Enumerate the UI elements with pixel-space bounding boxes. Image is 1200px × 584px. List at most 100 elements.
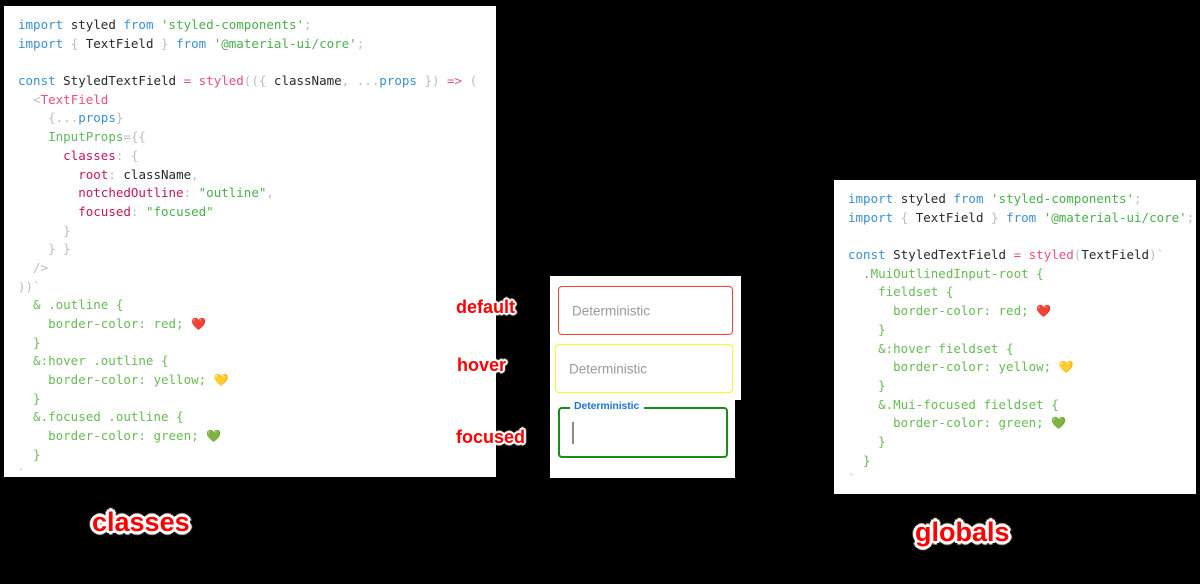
code-token: props [379,73,425,89]
code-token: from [1006,209,1044,225]
code-line: <TextField [18,91,496,110]
code-token: } [848,433,886,449]
code-token: } } [18,241,71,257]
code-token: &.focused .outline { [18,409,184,425]
code-line: &:hover fieldset { [848,340,1196,359]
code-token: : [130,203,146,219]
code-token: } [848,377,886,393]
code-token: props [78,110,116,126]
caption-globals: globals [915,517,1010,547]
code-token: className [123,166,192,182]
code-token: } [991,209,1007,225]
code-token: styled [1028,247,1074,263]
textfield-focused-label: Deterministic [574,400,640,412]
code-token: border-color: green; [18,428,207,444]
code-token: &:hover .outline { [18,353,169,369]
code-token: } [18,446,41,462]
code-token: ❤️ [191,317,207,331]
code-token: focused [78,203,131,219]
code-token: border-color: yellow; [848,359,1059,375]
outline-notch [570,406,644,410]
code-line: } [848,377,1196,396]
code-line: } [18,334,496,353]
code-token: classes [63,147,116,163]
code-line: InputProps={{ [18,128,496,147]
code-token: { [70,35,86,51]
code-line: } [848,321,1196,340]
code-line: border-color: green; 💚 [18,427,496,446]
code-token: { [48,110,56,126]
textfield-default[interactable]: Deterministic [558,286,733,335]
code-token: border-color: red; [18,316,192,331]
code-token: & .outline { [18,297,124,313]
code-token: ; [1186,209,1195,225]
code-token: ( [1073,247,1082,263]
code-line: ))` [18,278,496,297]
code-token: ` [848,471,856,487]
code-token: from [176,35,214,51]
code-line: border-color: yellow; 💛 [18,371,496,390]
textfield-focused[interactable]: Deterministic [558,400,728,458]
code-token: = [183,73,199,89]
code-token: import [848,209,901,225]
code-token: styled [198,73,244,89]
textfield-demo-panel: Deterministic Deterministic Deterministi… [550,276,741,478]
code-token: StyledTextField [893,247,1014,263]
code-token: : [108,166,124,182]
code-token: &.Mui-focused fieldset { [848,396,1059,412]
code-token: ) [1149,247,1157,263]
code-token: 💛 [1058,360,1074,375]
code-token: 💛 [213,373,229,388]
code-token: } [161,35,177,51]
code-line: &.focused .outline { [18,408,496,427]
code-token: } [115,110,124,126]
code-token: TextField [1081,247,1150,263]
code-line: ` [848,470,1196,489]
code-token: 💚 [1051,416,1067,431]
code-token: ... [356,73,380,89]
textfield-default-placeholder: Deterministic [572,303,651,318]
code-token: => [447,73,470,89]
code-token: '@material-ui/core' [1043,209,1187,225]
code-token: { [900,209,916,225]
code-token: border-color: red; [848,303,1037,319]
code-line: } [18,446,496,465]
code-token: InputProps [48,129,124,145]
code-token: } [18,222,71,238]
code-token: ( [469,73,478,89]
code-token: border-color: green; [848,415,1052,431]
code-token [18,110,48,125]
annotation-focused: focused [456,427,526,447]
code-token: < [33,91,41,107]
code-line: & .outline { [18,296,496,315]
code-token: ; [1134,191,1142,206]
code-token: : [183,185,199,201]
code-line: {...props} [18,109,496,128]
code-line: } [848,433,1196,452]
code-token: className [273,73,342,89]
code-token: : { [115,147,139,163]
code-token: import [18,17,71,32]
code-line: import styled from 'styled-components'; [848,190,1196,209]
code-token: , [191,166,199,182]
code-line: } [848,452,1196,471]
textfield-hover[interactable]: Deterministic [555,344,733,393]
code-token: TextField [85,35,162,51]
code-line: /> [18,259,496,278]
caption-classes: classes [92,507,190,537]
code-line: root: className, [18,166,496,185]
code-token: ` [18,465,26,478]
annotation-default: default [456,297,516,317]
code-token: import [848,191,901,206]
code-token: const [848,247,894,263]
code-token [18,129,48,144]
code-token: ; [304,17,312,32]
code-token: 💚 [206,429,222,444]
text-caret [572,422,574,444]
code-token: , [266,185,274,201]
code-token: , [341,73,357,89]
code-token: ` [33,278,41,294]
code-token [18,92,33,107]
code-token: from [953,191,992,206]
code-token: "outline" [198,185,267,201]
